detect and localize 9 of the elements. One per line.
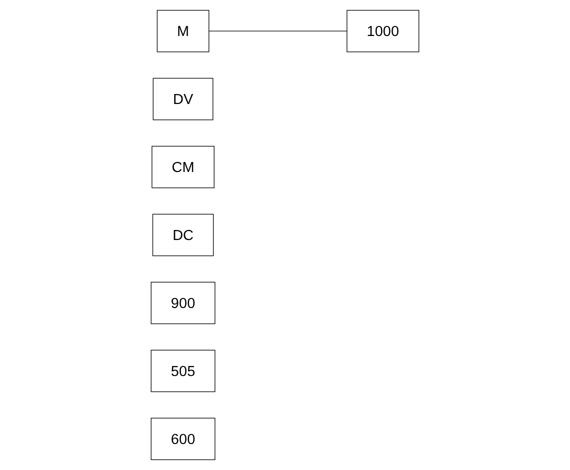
node-box: DC: [152, 214, 214, 256]
node-box: 600: [150, 418, 216, 460]
connector: [208, 30, 348, 32]
node-box: 1000: [346, 10, 420, 52]
node-box: M: [156, 10, 210, 52]
node-box: DV: [152, 78, 214, 120]
node-box: CM: [152, 146, 214, 188]
node-box: 505: [150, 350, 216, 392]
node-box: 900: [150, 282, 216, 324]
